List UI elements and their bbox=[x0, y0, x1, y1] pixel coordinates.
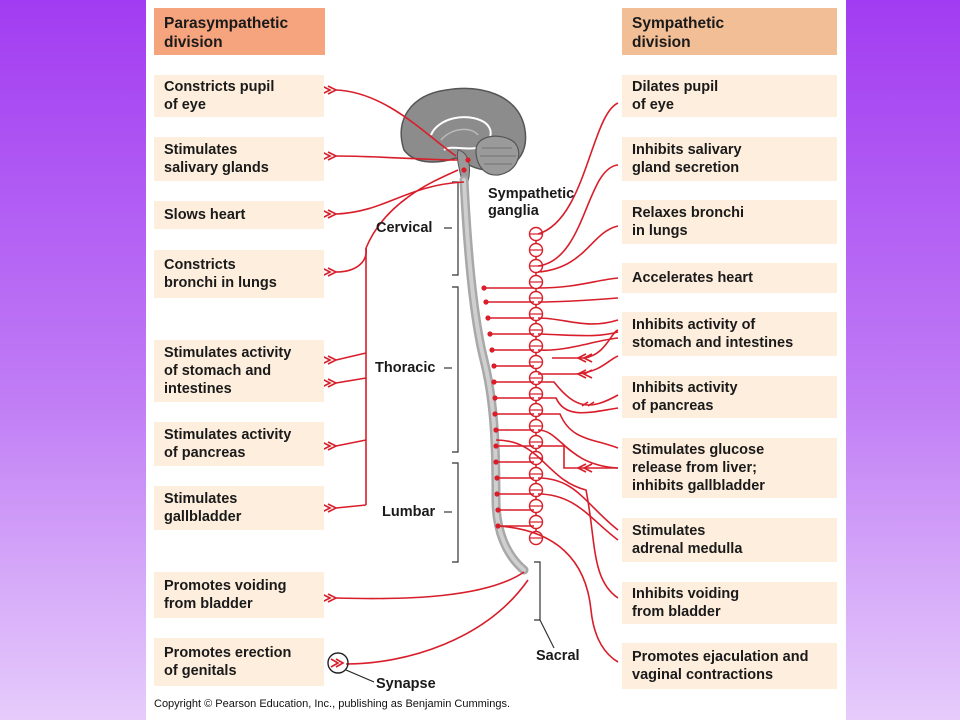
nervous-system-diagram bbox=[321, 85, 619, 683]
region-brackets bbox=[444, 181, 555, 649]
para-effect-genitals: Promotes erection of genitals bbox=[154, 638, 324, 686]
nerve-origin-dot-16 bbox=[494, 491, 500, 497]
label-sacral: Sacral bbox=[536, 648, 580, 664]
nerve-origin-dot-15 bbox=[494, 475, 500, 481]
para-effect-heart: Slows heart bbox=[154, 201, 324, 229]
para-effect-pupil: Constricts pupil of eye bbox=[154, 75, 324, 117]
symp-effect-pancreas: Inhibits activity of pancreas bbox=[622, 376, 837, 418]
nerve-origin-dot-17 bbox=[495, 507, 501, 513]
symp-effect-ejaculation: Promotes ejaculation and vaginal contrac… bbox=[622, 643, 837, 689]
para-effect-gallbladder: Stimulates gallbladder bbox=[154, 486, 324, 530]
symp-effect-liver: Stimulates glucose release from liver; i… bbox=[622, 438, 837, 498]
para-effect-stomach: Stimulates activity of stomach and intes… bbox=[154, 340, 324, 402]
nerve-origin-dot-7 bbox=[489, 347, 495, 353]
nerve-origin-dot-14 bbox=[493, 459, 499, 465]
symp-effect-stomach: Inhibits activity of stomach and intesti… bbox=[622, 312, 837, 356]
nerve-origin-dot-18 bbox=[495, 523, 501, 529]
synapse-pointer bbox=[345, 669, 375, 683]
parasympathetic-arrowheads bbox=[321, 85, 338, 603]
label-sympathetic-ganglia: Sympathetic ganglia bbox=[488, 186, 575, 219]
para-effect-pancreas: Stimulates activity of pancreas bbox=[154, 422, 324, 466]
sympathetic-arrowheads bbox=[576, 353, 595, 473]
nerve-origin-dot-6 bbox=[487, 331, 493, 337]
para-effect-salivary: Stimulates salivary glands bbox=[154, 137, 324, 181]
symp-effect-pupil: Dilates pupil of eye bbox=[622, 75, 837, 117]
label-cervical: Cervical bbox=[376, 220, 433, 236]
nerve-origin-dot-11 bbox=[492, 411, 498, 417]
symp-effect-bladder: Inhibits voiding from bladder bbox=[622, 582, 837, 624]
para-effect-bronchi: Constricts bronchi in lungs bbox=[154, 250, 324, 298]
nerve-origin-dot-9 bbox=[491, 379, 497, 385]
nerve-origin-dot-8 bbox=[491, 363, 497, 369]
nerve-origin-dot-4 bbox=[483, 299, 489, 305]
para-effect-bladder: Promotes voiding from bladder bbox=[154, 572, 324, 618]
parasympathetic-header: Parasympathetic division bbox=[154, 8, 325, 55]
symp-effect-adrenal: Stimulates adrenal medulla bbox=[622, 518, 837, 562]
spinal-cord bbox=[459, 175, 529, 575]
nerve-origin-dot-3 bbox=[481, 285, 487, 291]
nerve-origin-dot-10 bbox=[492, 395, 498, 401]
synapse-circle bbox=[327, 652, 349, 674]
symp-effect-salivary: Inhibits salivary gland secretion bbox=[622, 137, 837, 181]
label-synapse: Synapse bbox=[376, 676, 436, 692]
nerve-origin-dot-12 bbox=[493, 427, 499, 433]
nerve-origin-dot-5 bbox=[485, 315, 491, 321]
symp-effect-bronchi: Relaxes bronchi in lungs bbox=[622, 200, 837, 244]
label-thoracic: Thoracic bbox=[375, 360, 436, 376]
nerve-origin-dot-2 bbox=[461, 167, 467, 173]
sympathetic-header: Sympathetic division bbox=[622, 8, 837, 55]
slide: Parasympathetic division Sympathetic div… bbox=[146, 0, 846, 720]
symp-effect-heart: Accelerates heart bbox=[622, 263, 837, 293]
nerve-origin-dot-1 bbox=[465, 157, 471, 163]
label-lumbar: Lumbar bbox=[382, 504, 436, 520]
sympathetic-nerves bbox=[484, 102, 619, 663]
nerve-origin-dot-13 bbox=[493, 443, 499, 449]
copyright-notice: Copyright © Pearson Education, Inc., pub… bbox=[154, 698, 511, 710]
parasympathetic-nerves bbox=[335, 89, 529, 665]
